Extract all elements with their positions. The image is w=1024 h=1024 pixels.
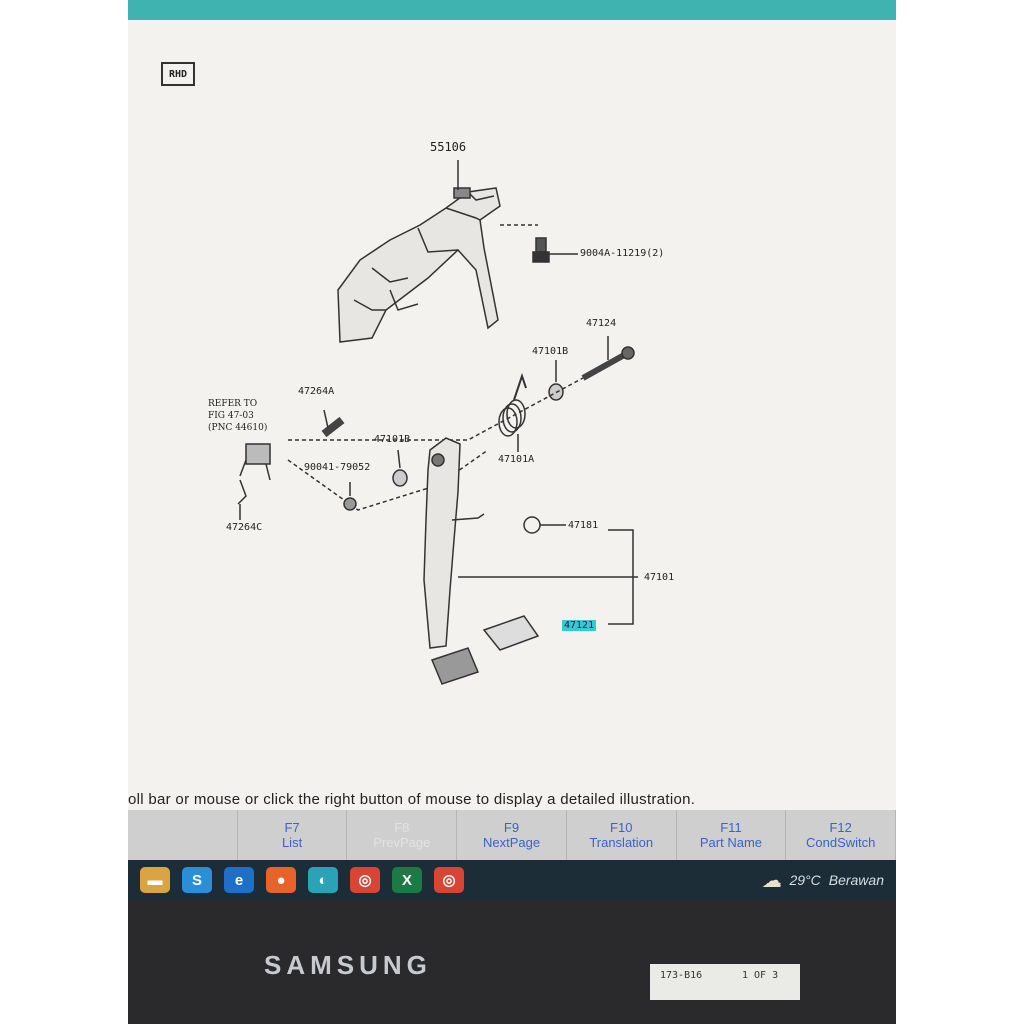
excel-icon[interactable]: X bbox=[392, 867, 422, 893]
pin-47124-shape bbox=[581, 346, 635, 381]
callout-47124[interactable]: 47124 bbox=[586, 318, 617, 329]
fkey-label: List bbox=[281, 835, 303, 850]
fkey-label: NextPage bbox=[482, 835, 541, 850]
fkey-f8-prevpage-button[interactable]: F8 PrevPage bbox=[347, 810, 458, 860]
sticker-label: 173-B16 1 OF 3 bbox=[650, 964, 800, 1000]
dash-lower bbox=[287, 449, 489, 511]
status-hint: oll bar or mouse or click the right butt… bbox=[128, 791, 696, 808]
callout-47264c[interactable]: 47264C bbox=[226, 522, 263, 533]
firefox-icon[interactable]: ● bbox=[266, 867, 296, 893]
callout-47181[interactable]: 47181 bbox=[568, 520, 599, 531]
file-explorer-icon[interactable]: ▬ bbox=[140, 867, 170, 893]
fkey-blank bbox=[128, 810, 238, 860]
taskbar: ▬ S e ● ◐ ◎ X ◎ ☁ 29°C Berawan bbox=[128, 860, 896, 900]
callout-47101b-mid[interactable]: 47101B bbox=[374, 434, 411, 445]
monitor-brand-logo: SAMSUNG bbox=[264, 950, 432, 980]
callout-9004a-11219[interactable]: 9004A-11219(2) bbox=[580, 248, 665, 259]
fkey-label: Part Name bbox=[699, 835, 763, 850]
fkey-code: F9 bbox=[503, 820, 520, 835]
bracket-55106-shape bbox=[337, 187, 501, 343]
fkey-label: PrevPage bbox=[373, 835, 431, 850]
fkey-code: F11 bbox=[720, 820, 742, 835]
pin-47264a-shape bbox=[321, 416, 345, 438]
edge-icon[interactable]: e bbox=[224, 867, 254, 893]
fkey-label: Translation bbox=[589, 835, 654, 850]
sticker-code: 173-B16 bbox=[660, 970, 703, 981]
fkey-f7-list-button[interactable]: F7 List bbox=[238, 810, 348, 860]
temperature: 29°C bbox=[789, 872, 821, 888]
window-title-strip bbox=[128, 0, 896, 20]
leader-47101b-mid bbox=[397, 449, 401, 469]
pedal-assembly-drawing bbox=[237, 160, 638, 685]
callout-47121[interactable]: 47121 bbox=[562, 620, 597, 631]
fkey-code: F12 bbox=[829, 820, 852, 835]
grommet-47181-shape bbox=[523, 516, 541, 534]
edge-chromium-icon[interactable]: ◐ bbox=[308, 867, 338, 893]
callout-47101b-top[interactable]: 47101B bbox=[532, 346, 569, 357]
fkey-f10-translation-button[interactable]: F10 Translation bbox=[567, 810, 677, 860]
fkey-label: CondSwitch bbox=[805, 835, 876, 850]
cloud-icon: ☁ bbox=[761, 869, 782, 892]
monitor-bezel: SAMSUNG 173-B16 1 OF 3 bbox=[128, 900, 896, 1024]
skype-icon[interactable]: S bbox=[182, 867, 212, 893]
fkey-f11-partname-button[interactable]: F11 Part Name bbox=[677, 810, 787, 860]
refer-note-line: FIG 47-03 bbox=[208, 411, 254, 421]
monitor-screen: RHD bbox=[128, 0, 896, 900]
callout-90041-79052[interactable]: 90041-79052 bbox=[304, 462, 371, 473]
pedal-arm-shape bbox=[423, 437, 485, 649]
leader-47264a bbox=[323, 409, 329, 429]
sticker-page: 1 OF 3 bbox=[742, 970, 779, 981]
function-key-bar: F7 List F8 PrevPage F9 NextPage F10 Tran… bbox=[128, 810, 896, 860]
refer-note-line: REFER TO bbox=[208, 399, 258, 409]
weather-condition: Berawan bbox=[828, 872, 884, 888]
fkey-f9-nextpage-button[interactable]: F9 NextPage bbox=[457, 810, 567, 860]
dash-axis bbox=[288, 377, 584, 441]
bushing-47101b-mid bbox=[392, 469, 408, 487]
bolt-9004a-shape bbox=[532, 237, 550, 263]
refer-note-line: (PNC 44610) bbox=[208, 423, 268, 433]
callout-47101a[interactable]: 47101A bbox=[498, 454, 535, 465]
clevis-shape bbox=[239, 443, 271, 481]
weather-widget[interactable]: ☁ 29°C Berawan bbox=[761, 860, 884, 900]
refer-note: REFER TO FIG 47-03 (PNC 44610) bbox=[208, 398, 288, 434]
fkey-f12-condswitch-button[interactable]: F12 CondSwitch bbox=[786, 810, 896, 860]
clip-47264c-shape bbox=[237, 479, 247, 505]
photo-border-left bbox=[0, 0, 128, 1024]
spring-47101a-shape bbox=[498, 372, 527, 437]
callout-47101[interactable]: 47101 bbox=[644, 572, 675, 583]
nut-90041-shape bbox=[343, 497, 357, 511]
photo-border-right bbox=[896, 0, 1024, 1024]
chrome-icon[interactable]: ◎ bbox=[434, 867, 464, 893]
chrome-icon[interactable]: ◎ bbox=[350, 867, 380, 893]
fkey-code: F8 bbox=[394, 820, 410, 835]
parts-diagram[interactable]: 55106 9004A-11219(2) 47124 47101B 47264A… bbox=[128, 20, 896, 790]
callout-47264a[interactable]: 47264A bbox=[298, 386, 335, 397]
callout-55106[interactable]: 55106 bbox=[430, 140, 467, 154]
rhd-badge: RHD bbox=[161, 62, 195, 86]
fkey-code: F10 bbox=[610, 820, 633, 835]
pedal-pad-shape bbox=[430, 615, 540, 685]
fkey-code: F7 bbox=[284, 820, 300, 835]
